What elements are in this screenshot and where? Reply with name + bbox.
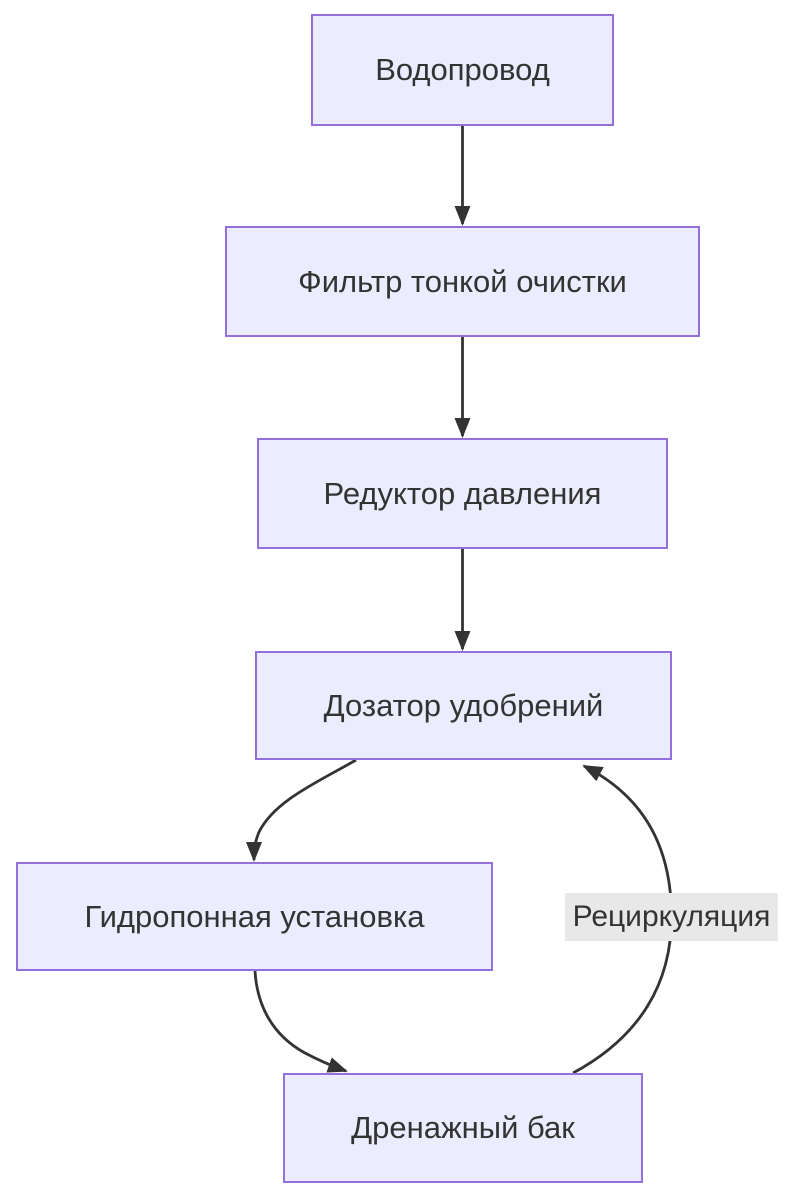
node-label: Водопровод [375, 52, 550, 88]
node-pressure-reducer: Редуктор давления [257, 438, 668, 549]
edge-hydro-drain [253, 970, 348, 1073]
node-label: Дренажный бак [351, 1110, 575, 1146]
node-label: Дозатор удобрений [323, 687, 604, 723]
node-hydroponic-unit: Гидропонная установка [16, 862, 493, 971]
node-water-supply: Водопровод [311, 14, 614, 126]
node-fertilizer-doser: Дозатор удобрений [255, 651, 672, 760]
node-fine-filter: Фильтр тонкой очистки [225, 226, 700, 337]
node-label: Фильтр тонкой очистки [298, 263, 627, 299]
node-label: Редуктор давления [323, 475, 602, 511]
edge-label-recirculation: Рециркуляция [565, 893, 778, 941]
node-drainage-tank: Дренажный бак [283, 1073, 643, 1183]
node-label: Гидропонная установка [84, 898, 425, 934]
edge-label-text: Рециркуляция [572, 900, 771, 933]
edge-doser-hydro [246, 758, 357, 862]
